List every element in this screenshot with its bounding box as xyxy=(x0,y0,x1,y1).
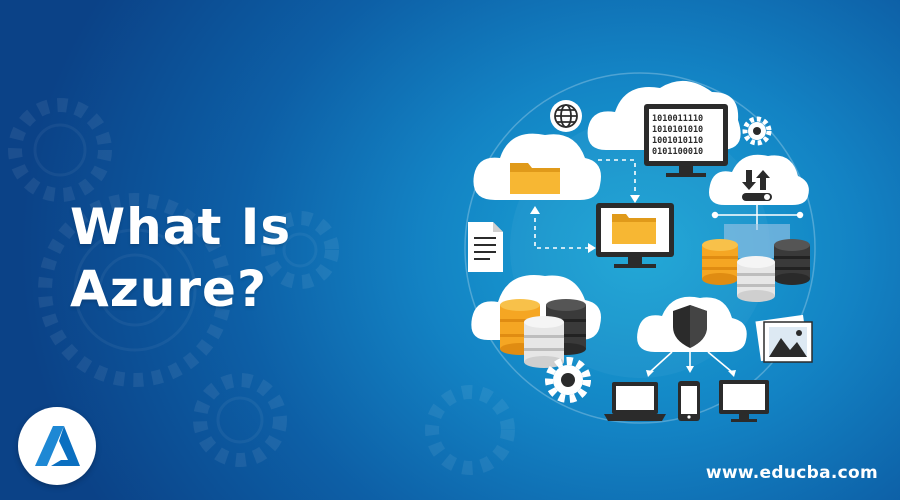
page-title: What Is Azure? xyxy=(70,196,291,320)
title-line-2: Azure? xyxy=(70,260,267,318)
azure-logo-icon xyxy=(35,426,80,466)
cloud-folder xyxy=(473,133,601,200)
image-icon xyxy=(755,314,813,363)
database-icon xyxy=(702,239,810,302)
desktop-icon xyxy=(719,380,769,422)
binary-row: 1010101010 xyxy=(652,125,703,135)
cloud-transfer xyxy=(709,154,809,205)
folder-icon xyxy=(510,163,560,194)
laptop-icon xyxy=(604,382,666,421)
title-line-1: What Is xyxy=(70,198,292,256)
binary-row: 1001010110 xyxy=(652,136,703,146)
cloud-database xyxy=(471,275,601,368)
cloud-top: 1010011110 1010101010 1001010110 0101100… xyxy=(587,80,741,177)
azure-logo xyxy=(18,407,96,485)
binary-row: 0101100010 xyxy=(652,147,703,157)
phone-icon xyxy=(678,381,700,421)
website-url: www.educba.com xyxy=(705,463,878,483)
upload-download-icon xyxy=(742,170,770,190)
binary-row: 1010011110 xyxy=(652,114,703,124)
monitor-icon xyxy=(596,203,674,268)
globe-icon xyxy=(550,100,582,132)
gear-icon xyxy=(742,116,772,146)
document-icon xyxy=(468,222,503,272)
gear-icon xyxy=(545,357,591,403)
cloud-security xyxy=(637,296,747,352)
